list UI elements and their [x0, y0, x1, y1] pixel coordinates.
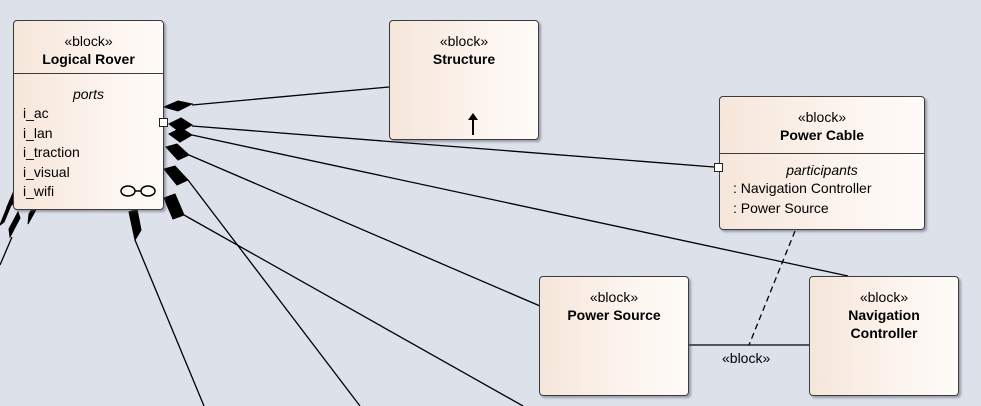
- composition-diamond-6: [163, 193, 185, 220]
- up-arrow-icon: [468, 113, 478, 135]
- participant-list: : Navigation Controller : Power Source: [720, 179, 924, 218]
- port-item[interactable]: i_lan: [23, 124, 53, 141]
- port-item[interactable]: i_traction: [23, 144, 80, 160]
- block-navigation-controller[interactable]: «block» Navigation Controller: [809, 276, 959, 396]
- composition-diamond-7: [128, 208, 142, 242]
- stereotype-label: «block»: [64, 33, 113, 49]
- compartment-title-ports: ports: [72, 86, 105, 102]
- participant-item[interactable]: : Power Source: [733, 199, 829, 216]
- block-name-line-1: Navigation: [848, 307, 920, 323]
- composition-diamond-11: [8, 210, 21, 239]
- stereotype-label: «block»: [859, 289, 909, 305]
- composition-offscreen-1[interactable]: [187, 179, 361, 406]
- participant-item[interactable]: : Navigation Controller: [733, 180, 872, 196]
- composition-offscreen-3[interactable]: [134, 239, 205, 406]
- stereotype-label: «block»: [589, 289, 639, 305]
- compartment-divider: [720, 153, 924, 154]
- composition-diamond-5: [163, 165, 189, 186]
- composition-to-navigation-controller[interactable]: [191, 134, 849, 277]
- block-structure[interactable]: «block» Structure: [389, 20, 539, 140]
- compartment-title-participants: participants: [786, 162, 858, 178]
- block-name: Structure: [432, 51, 496, 67]
- port-square-power-cable[interactable]: [714, 163, 723, 172]
- association-stereotype-label: «block»: [722, 350, 771, 366]
- link-chain-icon: [120, 185, 156, 197]
- connector-to-power-cable[interactable]: [191, 125, 715, 168]
- port-list: i_ac i_lan i_traction i_visual i_wifi: [14, 104, 163, 202]
- block-name-line-2: Controller: [850, 325, 918, 341]
- compartment-divider: [14, 73, 163, 74]
- association-class-dashed-link[interactable]: [748, 230, 796, 346]
- block-power-cable[interactable]: «block» Power Cable participants : Navig…: [719, 96, 925, 230]
- port-item[interactable]: i_wifi: [23, 183, 55, 199]
- composition-diamond-3: [168, 127, 193, 143]
- composition-to-power-source[interactable]: [188, 154, 541, 307]
- stereotype-label: «block»: [797, 109, 847, 125]
- composition-diamond-10: [0, 196, 15, 226]
- stereotype-label: «block»: [439, 33, 489, 49]
- composition-offscreen-2[interactable]: [183, 214, 524, 406]
- block-name: Power Source: [567, 307, 661, 323]
- composition-diamond-4: [165, 143, 190, 161]
- composition-to-structure[interactable]: [191, 86, 390, 106]
- block-name: Logical Rover: [42, 51, 135, 67]
- composition-offscreen-5[interactable]: [0, 236, 13, 266]
- block-name: Power Cable: [779, 127, 865, 143]
- block-power-source[interactable]: «block» Power Source: [539, 276, 689, 396]
- port-item[interactable]: i_ac: [23, 105, 49, 121]
- composition-diamond-2: [168, 117, 193, 133]
- port-item[interactable]: i_visual: [23, 163, 70, 180]
- composition-diamond-1: [162, 100, 194, 112]
- port-square-logical-rover[interactable]: [159, 118, 168, 127]
- block-logical-rover[interactable]: «block» Logical Rover ports i_ac i_lan i…: [13, 20, 164, 210]
